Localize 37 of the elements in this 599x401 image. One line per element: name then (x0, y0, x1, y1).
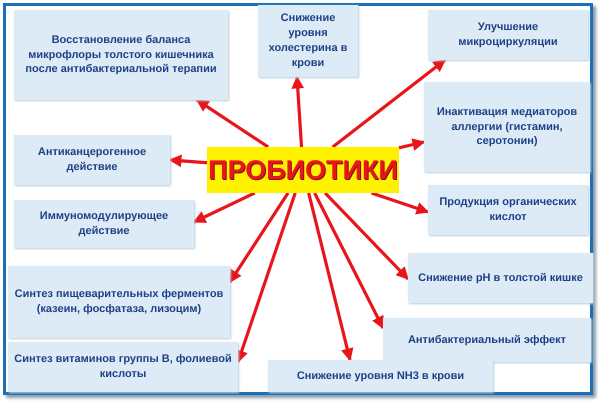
arrow (168, 154, 208, 168)
arrow (324, 192, 410, 280)
arrow (332, 58, 446, 148)
effect-text: Иммуномодулирующее действие (38, 209, 170, 239)
effect-text: Восстановление баланса микрофлоры толстого кишечника после антибактериальной терапии (24, 32, 218, 78)
effect-text: Снижение pH в толстой кишке (418, 270, 583, 286)
effect-box (428, 10, 588, 60)
arrow (370, 191, 430, 214)
effect-text: Синтез пищеварительных ферментов (казеин, фосфатаза, лизоцим) (14, 287, 224, 317)
arrow (398, 138, 426, 151)
effect-box (424, 82, 590, 172)
effect-text: Улучшение микроциркуляции (457, 20, 559, 50)
effect-box (8, 266, 230, 338)
effect-text: Инактивация медиаторов аллергии (гистамин, серотонин) (436, 104, 578, 150)
arrow (228, 192, 290, 284)
effect-box (14, 200, 194, 248)
effect-text: Синтез витаминов группы В, фолиевой кислоты (13, 352, 233, 382)
arrow (192, 192, 256, 224)
effect-text: Снижение уровня холестерина в крови (268, 11, 348, 71)
arrow (313, 192, 384, 330)
effect-box (428, 185, 588, 235)
effect-box (408, 253, 593, 303)
effect-text: Снижение уровня NH3 в крови (296, 368, 464, 384)
effect-box (268, 360, 493, 392)
effect-box (14, 10, 228, 100)
effect-text: Антибактериальный эффект (408, 332, 566, 348)
title-box (207, 147, 399, 193)
arrow (196, 98, 270, 148)
effect-box (383, 318, 591, 362)
effect-text: Антиканцерогенное действие (36, 145, 148, 175)
arrow (307, 192, 354, 362)
effect-text: Продукция органических кислот (438, 195, 578, 225)
effect-box (14, 135, 170, 185)
arrow (291, 76, 304, 148)
title-text: ПРОБИОТИКИ (208, 156, 398, 184)
effect-box (258, 5, 358, 77)
effect-box (8, 342, 238, 392)
